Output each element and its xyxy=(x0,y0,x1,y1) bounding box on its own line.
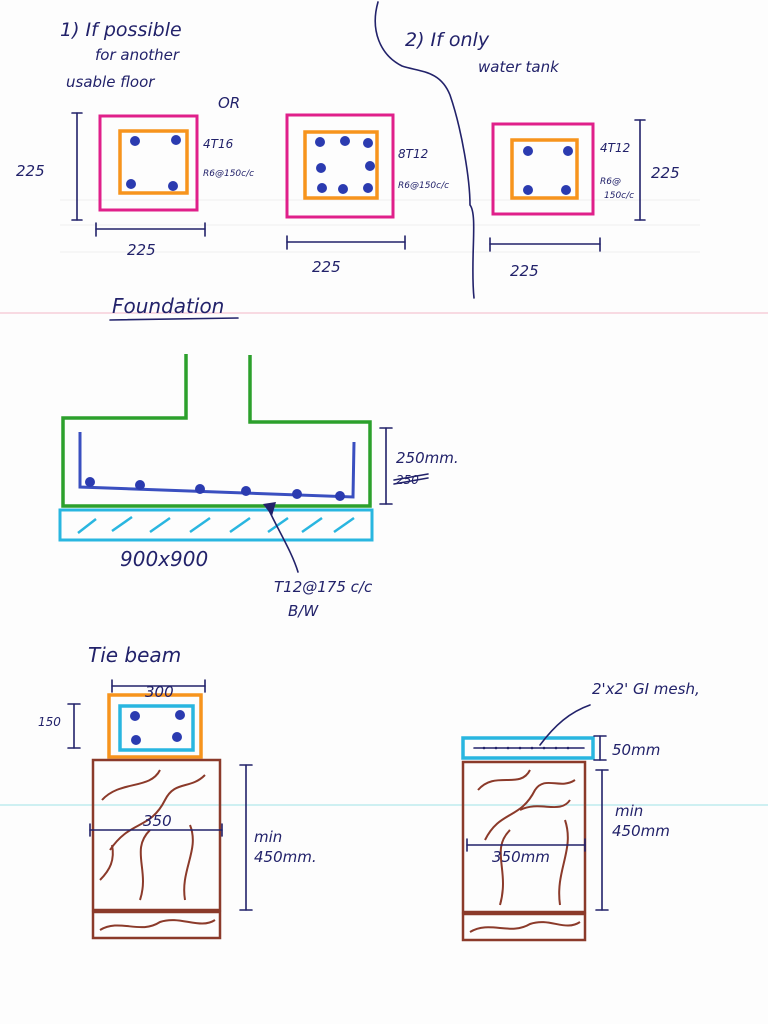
tie-wall-depth-line1: min xyxy=(254,828,282,846)
tie-beam-width-label: 300 xyxy=(145,683,174,701)
slab-wall-depth-line1: min xyxy=(615,802,643,820)
strike-through xyxy=(393,473,429,481)
tie-beam-height-label: 150 xyxy=(38,715,61,729)
column3-main-bars: 4T12 xyxy=(600,141,630,155)
tie-wall-depth-line2: 450mm. xyxy=(254,848,317,866)
column1-height-label: 225 xyxy=(16,162,45,180)
option2-line2: water tank xyxy=(478,58,560,76)
column1-width-label: 225 xyxy=(127,241,156,259)
column2-links: R6@150c/c xyxy=(398,181,449,191)
strike-through xyxy=(393,477,429,485)
foundation-depth-label: 250mm. xyxy=(396,449,459,467)
column3-width-label: 225 xyxy=(510,262,539,280)
foundation-title-underline xyxy=(109,317,239,321)
column-section-2 xyxy=(285,113,406,250)
column1-main-bars: 4T16 xyxy=(203,137,234,151)
mesh-label: 2'x2' GI mesh, xyxy=(592,680,700,698)
foundation-rebar-label: T12@175 c/c xyxy=(274,578,373,596)
tie-wall-width-label: 350 xyxy=(143,812,172,830)
option1-line2: for another xyxy=(95,46,180,64)
or-label: OR xyxy=(218,94,240,112)
column-section-3 xyxy=(489,119,646,252)
foundation-rebar-spec: B/W xyxy=(288,602,319,620)
foundation-title: Foundation xyxy=(112,294,224,318)
column2-main-bars: 8T12 xyxy=(398,147,428,161)
tie-beam-title: Tie beam xyxy=(88,643,181,667)
slab-detail-section xyxy=(461,704,609,942)
slab-thickness-label: 50mm xyxy=(612,741,660,759)
column3-height-label: 225 xyxy=(651,164,680,182)
foundation-size-label: 900x900 xyxy=(120,547,208,571)
column1-links: R6@150c/c xyxy=(203,169,254,179)
column3-links-line2: 150c/c xyxy=(604,191,634,201)
slab-wall-width-label: 350mm xyxy=(492,848,550,866)
slab-wall-depth-line2: 450mm xyxy=(612,822,670,840)
foundation-section xyxy=(58,354,393,573)
tie-beam-section xyxy=(67,679,253,940)
column-section-1 xyxy=(71,112,206,237)
option1-line3: usable floor xyxy=(66,73,155,91)
option-divider xyxy=(374,1,475,299)
option2-line1: 2) If only xyxy=(405,29,490,51)
column3-links-line1: R6@ xyxy=(600,177,621,187)
column2-width-label: 225 xyxy=(312,258,341,276)
option1-line1: 1) If possible xyxy=(60,19,182,41)
